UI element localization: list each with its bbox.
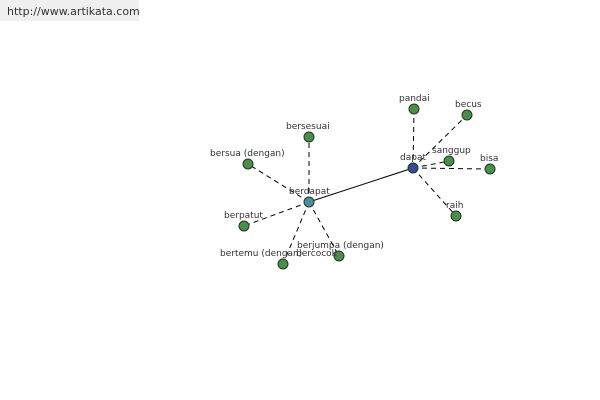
edge-dapat-raih <box>412 167 457 217</box>
node-berpatut[interactable] <box>238 220 250 232</box>
edge-berdapat-bertemu <box>282 201 310 265</box>
node-dapat[interactable] <box>407 162 419 174</box>
node-sanggup[interactable] <box>443 155 455 167</box>
node-pandai[interactable] <box>408 103 420 115</box>
edges-layer <box>243 108 491 265</box>
node-label-dapat[interactable]: dapat <box>400 153 426 163</box>
node-label-bersesuai[interactable]: bersesuai <box>286 122 330 132</box>
node-label-sanggup[interactable]: sanggup <box>432 146 471 156</box>
node-label-bisa[interactable]: bisa <box>480 154 498 164</box>
source-banner: http://www.artikata.com <box>0 0 140 21</box>
node-label-pandai[interactable]: pandai <box>399 94 430 104</box>
node-label-bersua[interactable]: bersua (dengan) <box>210 149 285 159</box>
node-label-berjumpa[interactable]: berjumpa (dengan) <box>297 241 384 251</box>
edge-dapat-bisa <box>412 167 491 170</box>
edge-berdapat-dapat <box>308 167 414 203</box>
node-label-becus[interactable]: becus <box>455 100 482 110</box>
edge-dapat-pandai <box>412 108 415 169</box>
edge-berdapat-berpatut <box>243 201 310 227</box>
node-label-raih[interactable]: raih <box>446 201 463 211</box>
node-berdapat[interactable] <box>303 196 315 208</box>
node-label-berdapat[interactable]: berdapat <box>289 187 330 197</box>
edge-dapat-sanggup <box>412 160 450 169</box>
node-bersua[interactable] <box>242 158 254 170</box>
node-bersesuai[interactable] <box>303 131 315 143</box>
edge-berdapat-bersua <box>247 163 310 203</box>
labels-layer: berdapat dapat bersesuai bersua (dengan) ber… <box>210 94 498 259</box>
node-bercocok[interactable] <box>333 250 345 262</box>
edge-berdapat-bercocok <box>308 201 340 257</box>
node-becus[interactable] <box>461 109 473 121</box>
node-label-bercocok[interactable]: bercocok <box>296 249 338 259</box>
source-link[interactable]: http://www.artikata.com <box>7 5 140 18</box>
node-bisa[interactable] <box>484 163 496 175</box>
node-label-bertemu[interactable]: bertemu (dengan) <box>220 249 302 259</box>
node-bertemu[interactable] <box>277 258 289 270</box>
nodes-layer <box>238 103 496 270</box>
node-raih[interactable] <box>450 210 462 222</box>
edge-dapat-becus <box>412 114 468 169</box>
node-label-berpatut[interactable]: berpatut <box>224 211 263 221</box>
